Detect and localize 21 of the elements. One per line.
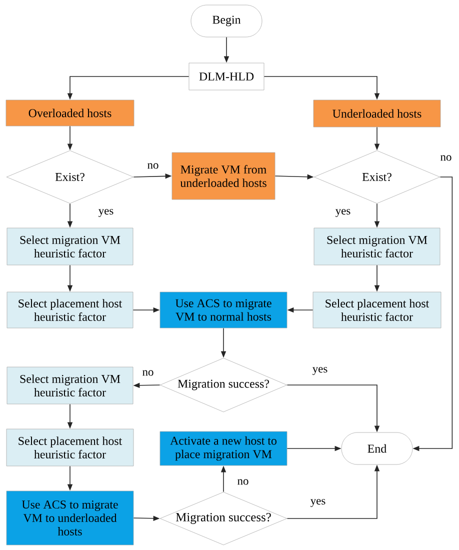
process-box: Select placement host heuristic factor	[6, 428, 134, 466]
process-box: Overloaded hosts	[6, 100, 134, 126]
edge-label: yes	[311, 366, 329, 376]
process-box: Activate a new host to place migration VM	[160, 431, 288, 466]
process-box: Use ACS to migrate VM to normal hosts	[160, 292, 288, 328]
edge-label: no	[141, 369, 155, 377]
process-box: Use ACS to migrate VM to underloaded hosts	[6, 490, 134, 546]
process-box: Select placement host heuristic factor	[6, 292, 134, 328]
edge-label: no	[236, 478, 250, 486]
process-box: Select placement host heuristic factor	[312, 292, 442, 328]
process-box: Underloaded hosts	[313, 100, 441, 128]
edge-label: yes	[309, 498, 327, 508]
process-box: Select migration VM heuristic factor	[6, 366, 134, 404]
process-box: Select migration VM heuristic factor	[6, 228, 134, 266]
edge-label: no	[439, 154, 453, 162]
process-box: Select migration VM heuristic factor	[314, 228, 440, 266]
edge-label: yes	[334, 208, 352, 218]
edge-label: yes	[97, 208, 115, 218]
edge-label: no	[146, 162, 160, 170]
process-box: Migrate VM from underloaded hosts	[172, 152, 276, 200]
process-box: DLM-HLD	[188, 62, 264, 90]
